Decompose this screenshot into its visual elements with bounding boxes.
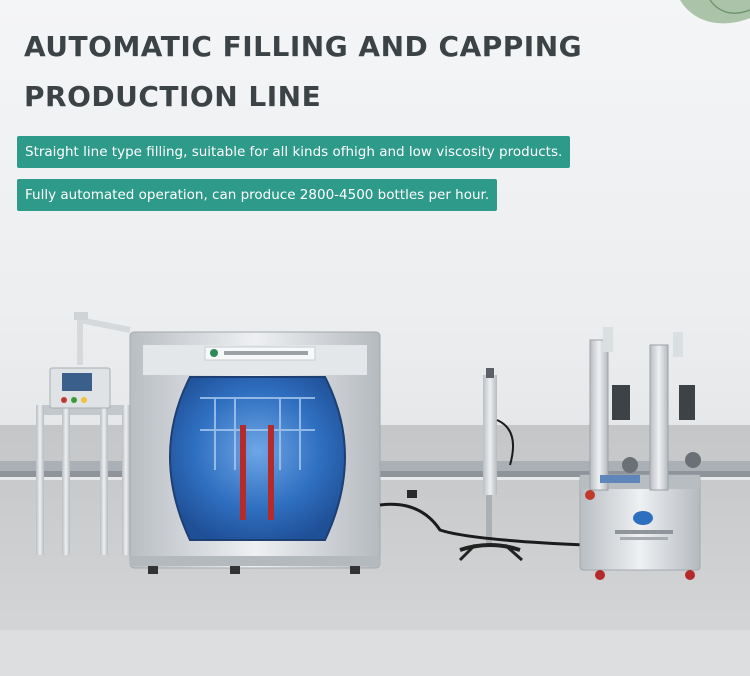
filling-machine-illustration: [0, 312, 750, 676]
headline-line-2: PRODUCTION LINE: [24, 80, 322, 113]
feature-tag-capacity: Fully automated operation, can produce 2…: [17, 179, 498, 211]
leaf-decoration-icon: [680, 0, 750, 24]
feature-tag-viscosity: Straight line type filling, suitable for…: [17, 136, 571, 168]
brand-logo-icon: [633, 511, 653, 525]
headline-line-1: AUTOMATIC FILLING AND CAPPING: [24, 30, 583, 63]
